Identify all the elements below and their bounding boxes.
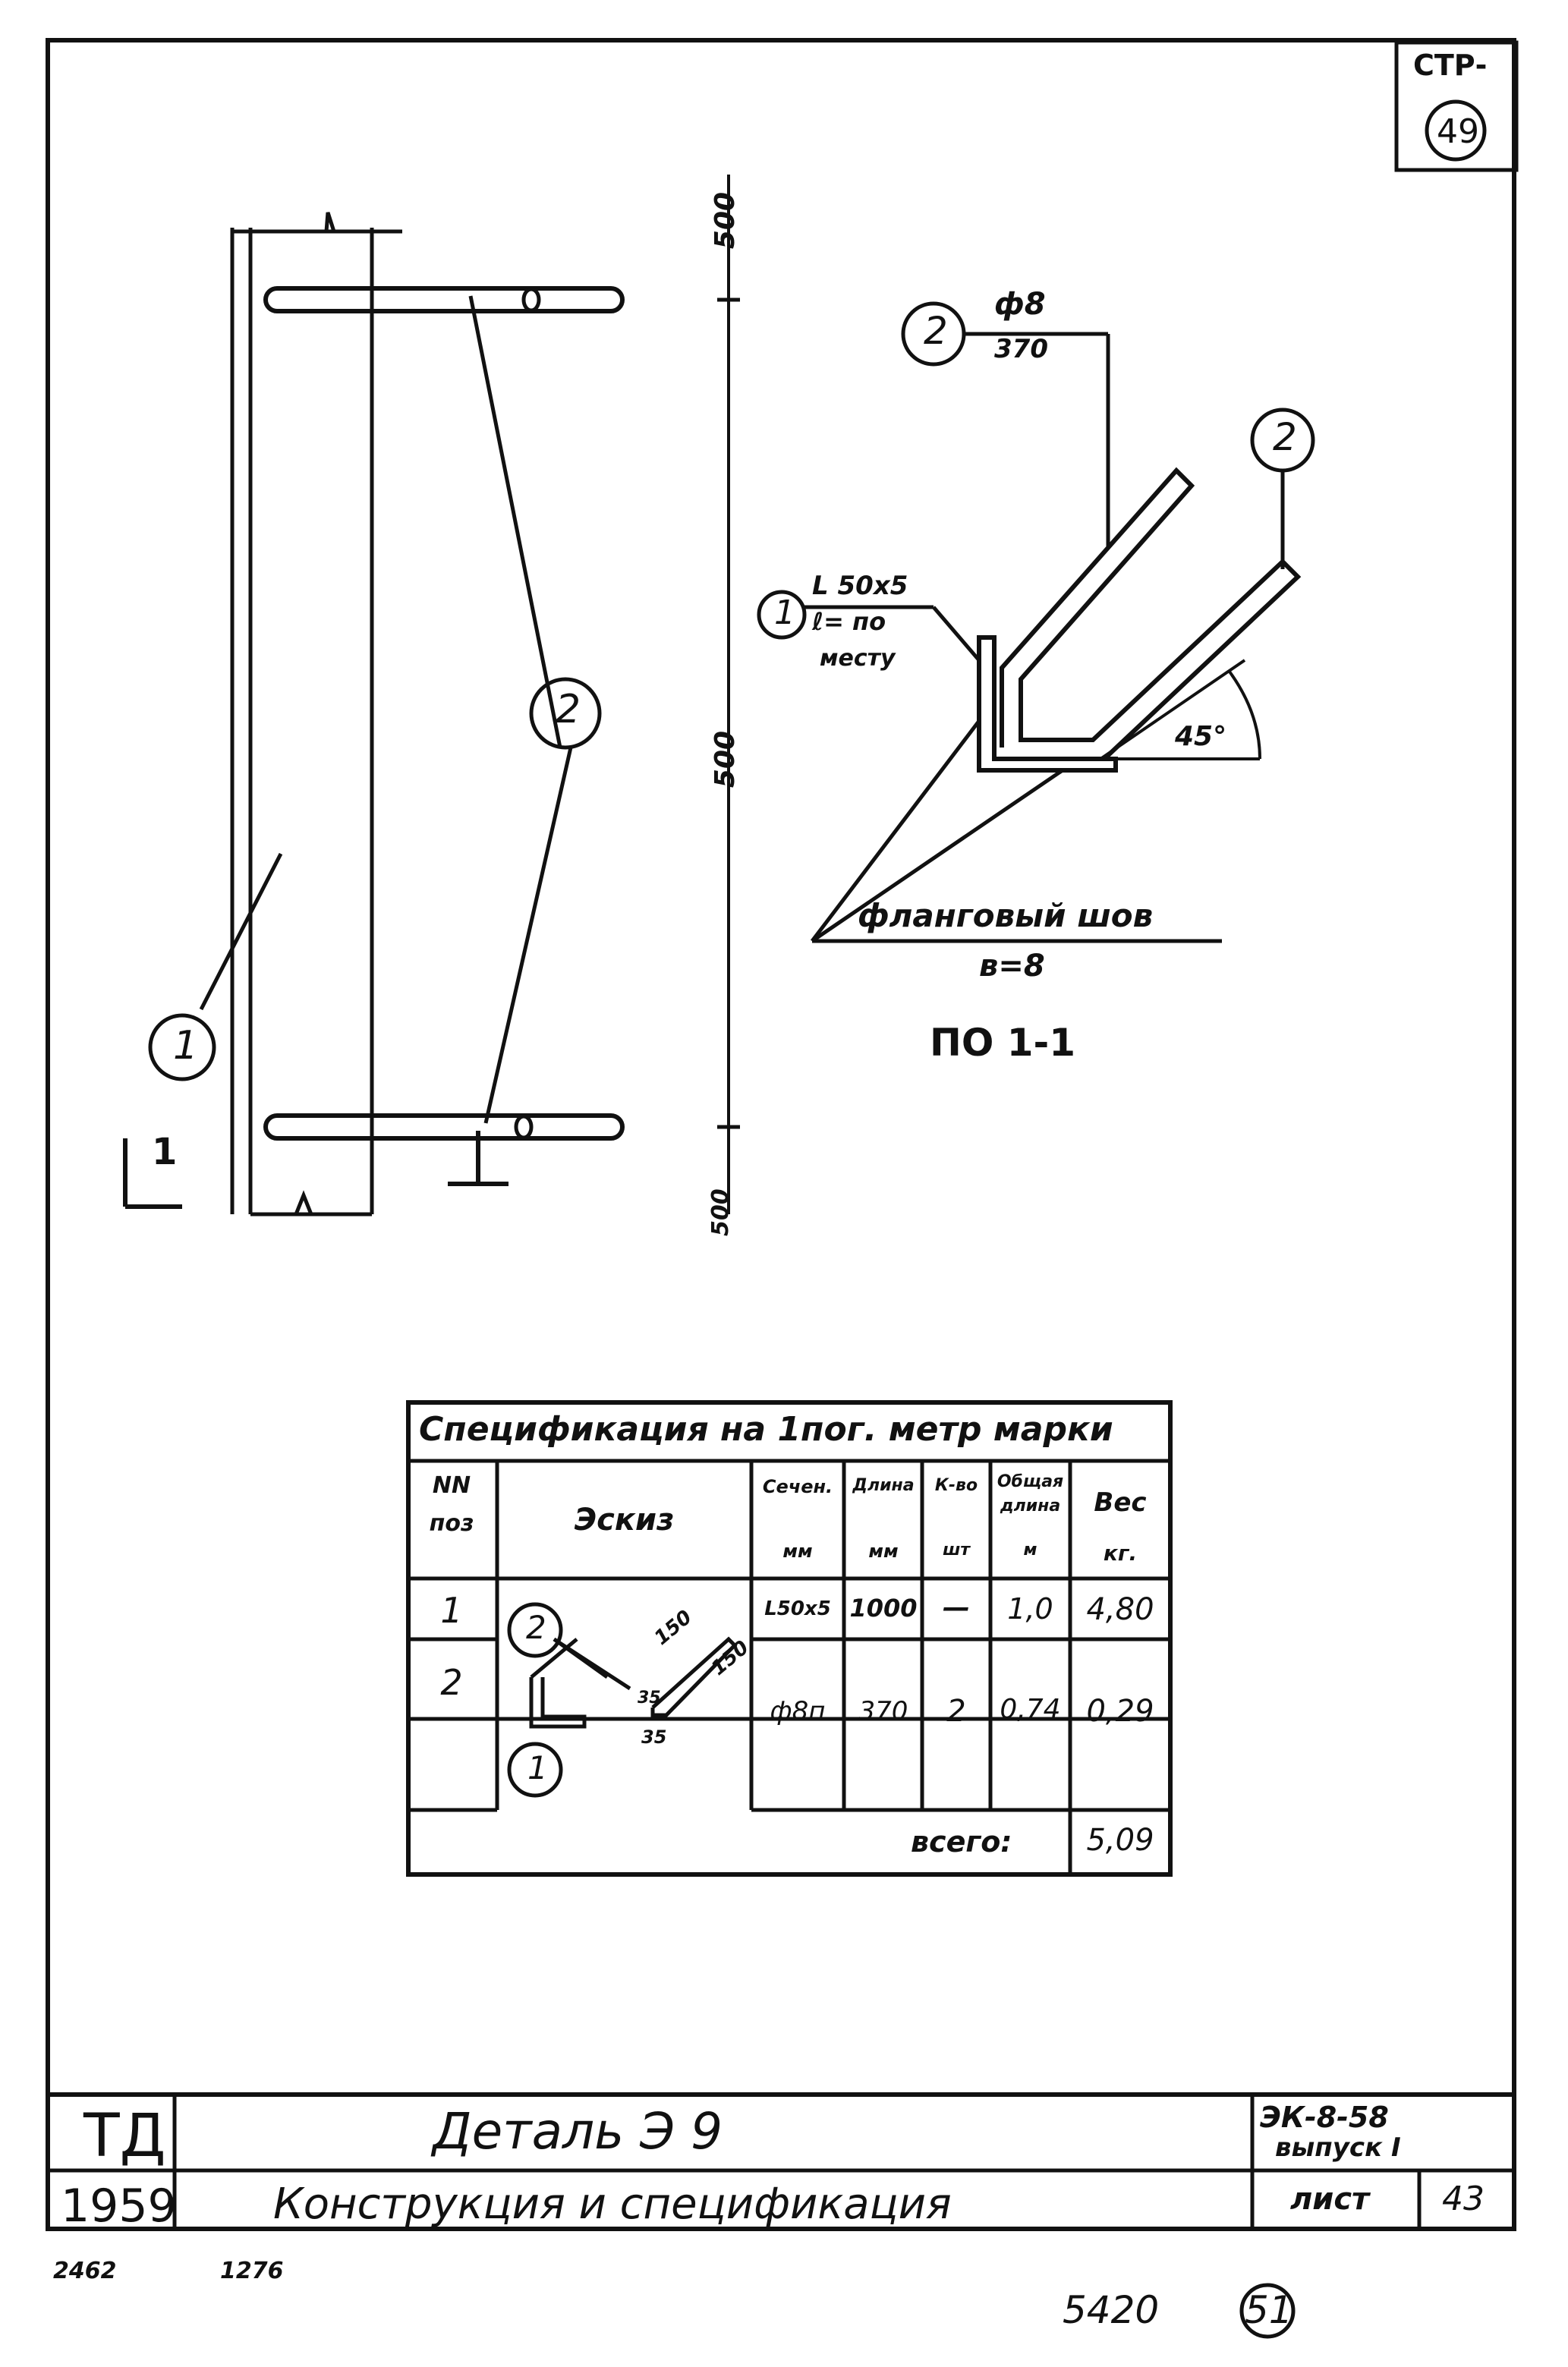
row1-section: L50х5: [764, 1597, 831, 1620]
rod-top: [263, 286, 625, 313]
row2-length: 370: [858, 1696, 908, 1726]
rod-size: ф8: [994, 287, 1046, 322]
hdr-count-unit: шт: [942, 1541, 971, 1560]
row1-pos: 1: [440, 1590, 463, 1631]
org-label: ТД: [83, 2102, 166, 2170]
hdr-pos-1: NN: [432, 1472, 471, 1499]
hdr-section: Сечен.: [762, 1476, 833, 1497]
detail-subtitle: Конструкция и спецификация: [273, 2180, 952, 2229]
page-stamp-number: 49: [1437, 112, 1479, 151]
total-value: 5,09: [1086, 1823, 1154, 1858]
bottom-note-1: 2462: [53, 2258, 117, 2284]
section-callout-1: [757, 590, 807, 640]
dim-top: 500: [710, 191, 741, 250]
page-stamp-circle: [1425, 99, 1487, 162]
row1-count: —: [943, 1592, 970, 1623]
callout-1-circle: [148, 1013, 216, 1081]
hdr-count: К-во: [934, 1476, 978, 1495]
dim-middle: 500: [710, 730, 741, 788]
row2-pos: 2: [440, 1662, 463, 1703]
hdr-length: Длина: [852, 1476, 915, 1495]
detail-title: Деталь Э 9: [433, 2102, 723, 2161]
hdr-weight: Вес: [1094, 1487, 1147, 1518]
angle-length-line2: месту: [820, 645, 896, 672]
row2-weight: 0,29: [1086, 1694, 1154, 1729]
section-title: ПО 1-1: [930, 1021, 1076, 1065]
total-label: всего:: [911, 1825, 1012, 1859]
sketch-dim-35-a: 35: [638, 1689, 661, 1708]
sketch-dim-35-b: 35: [641, 1726, 667, 1748]
bottom-number: 5420: [1063, 2288, 1160, 2332]
spec-title: Спецификация на 1пог. метр марки: [419, 1410, 1113, 1449]
hdr-length-unit: мм: [868, 1541, 899, 1562]
page-stamp-box: [1394, 40, 1519, 172]
dim-bottom: 500: [707, 1188, 734, 1236]
rod-length: 370: [994, 334, 1048, 364]
row2-total-length: 0,74: [1000, 1694, 1061, 1725]
row2-count: 2: [946, 1694, 966, 1729]
bottom-note-2: 1276: [220, 2258, 284, 2284]
weld-size: в=8: [979, 949, 1045, 984]
year-label: 1959: [61, 2180, 177, 2233]
section-callout-2-top-label: 2: [924, 309, 948, 353]
row1-total-length: 1,0: [1007, 1592, 1053, 1626]
row2-section: ф8п: [770, 1696, 826, 1726]
sketch-callout-1: 1: [527, 1749, 548, 1786]
callout-2-label: 2: [556, 687, 581, 732]
bottom-circled: 51: [1245, 2288, 1293, 2332]
hdr-total-len-unit: м: [1023, 1541, 1037, 1560]
section-mark-label: 1: [152, 1131, 178, 1173]
series-line1: ЭК-8-58: [1260, 2101, 1389, 2134]
hdr-section-unit: мм: [782, 1541, 813, 1562]
rod-bottom: [263, 1113, 625, 1141]
sheet-number: 43: [1442, 2180, 1485, 2218]
row1-length: 1000: [849, 1594, 918, 1623]
hdr-weight-unit: кг.: [1103, 1541, 1138, 1566]
callout-2-circle: [529, 677, 602, 750]
page-stamp-label: СТР-: [1413, 49, 1488, 82]
weld-label: фланговый шов: [858, 897, 1154, 934]
callout-1-label: 1: [173, 1023, 199, 1069]
hdr-pos-2: поз: [429, 1510, 474, 1537]
hdr-total-len-1: Общая: [997, 1472, 1064, 1491]
row1-weight: 4,80: [1086, 1592, 1154, 1627]
angle-length-line1: ℓ= по: [812, 607, 886, 636]
sketch-callout-2: 2: [526, 1609, 546, 1646]
angle-value: 45°: [1175, 721, 1227, 752]
angle-profile-label: L 50х5: [812, 571, 908, 601]
section-callout-2-right-label: 2: [1273, 415, 1297, 459]
sheet-label: лист: [1290, 2182, 1370, 2217]
drawing-frame: [46, 38, 1516, 2231]
section-callout-1-label: 1: [774, 593, 795, 632]
hdr-total-len-2: длина: [1000, 1497, 1061, 1516]
series-line2: выпуск I: [1275, 2133, 1401, 2163]
hdr-sketch: Эскиз: [574, 1503, 675, 1538]
